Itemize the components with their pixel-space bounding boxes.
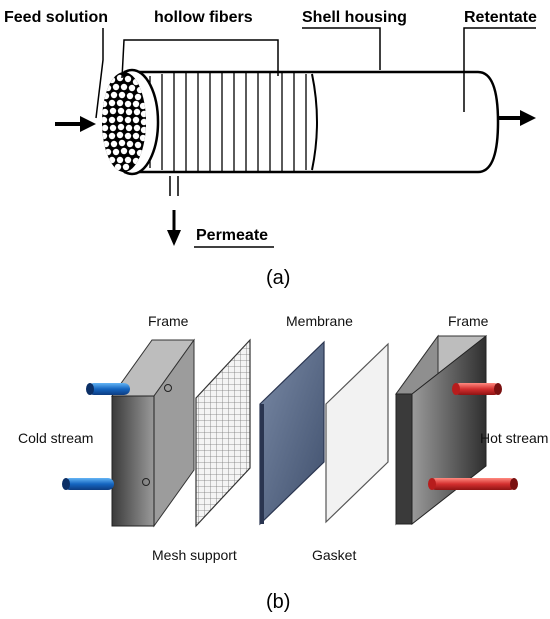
mesh-support-label: Mesh support <box>152 547 237 563</box>
feed-leader <box>95 28 104 119</box>
bundle-end <box>311 73 318 171</box>
cold-pipe-upper <box>88 383 130 395</box>
retentate-leader <box>463 27 536 112</box>
frame-right-label: Frame <box>448 313 489 329</box>
shell-housing-label: Shell housing <box>302 9 407 26</box>
right-frame <box>395 334 487 526</box>
membrane-face <box>259 340 325 526</box>
hot-stream-pipes <box>428 383 518 490</box>
feed-arrow <box>55 116 96 132</box>
left-frame-face <box>111 395 155 527</box>
shell-housing <box>124 70 500 174</box>
feed-solution-label: Feed solution <box>4 9 108 26</box>
left-frame <box>111 338 195 528</box>
cold-stream-label: Cold stream <box>18 430 93 446</box>
left-frame-port-lower <box>142 478 150 486</box>
right-frame-edge <box>395 393 413 525</box>
permeate-label: Permeate <box>196 227 268 244</box>
frame-left-label: Frame <box>148 313 189 329</box>
left-frame-port-upper <box>164 384 172 392</box>
caption-b: (b) <box>266 591 290 613</box>
gasket-label: Gasket <box>312 547 356 563</box>
hollow-fibers-label: hollow fibers <box>154 9 253 26</box>
shell-leader <box>302 27 381 70</box>
retentate-label: Retentate <box>464 9 537 26</box>
cold-stream-pipes <box>62 383 130 490</box>
hot-pipe-upper <box>454 383 500 395</box>
membrane-label: Membrane <box>286 313 353 329</box>
hollow-fiber-module <box>102 68 500 176</box>
hot-stream-label: Hot stream <box>480 430 548 446</box>
membrane-sheet <box>259 340 325 526</box>
membrane-edge <box>260 404 264 524</box>
mesh-support <box>195 338 251 528</box>
retentate-arrow <box>498 110 536 126</box>
gasket-sheet <box>325 342 389 524</box>
cold-pipe-lower <box>64 478 114 490</box>
permeate-outlet <box>167 176 181 246</box>
hot-pipe-lower <box>430 478 516 490</box>
leader-lines <box>95 27 536 248</box>
caption-a: (a) <box>266 267 290 289</box>
fibers-leader <box>121 39 279 79</box>
fiber-bundle <box>149 73 307 171</box>
